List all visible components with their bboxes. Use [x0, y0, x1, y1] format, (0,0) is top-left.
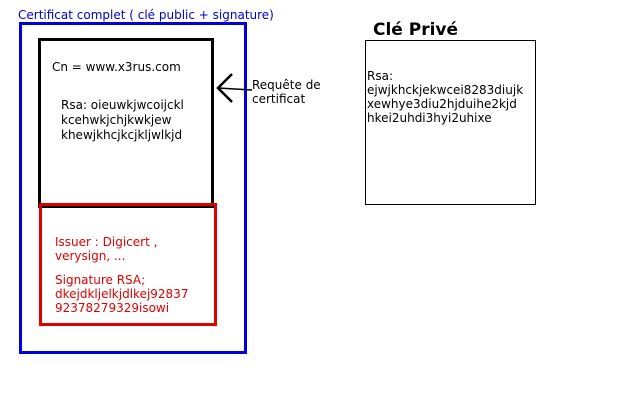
- certificate-frame: [19, 22, 247, 354]
- signature-box: [39, 203, 217, 326]
- common-name: Cn = www.x3rus.com: [52, 60, 181, 74]
- signature-line: dkejdkljelkjdlkej92837: [55, 287, 189, 301]
- arrow-left-icon: [216, 73, 253, 103]
- issuer-line: Issuer : Digicert ,: [55, 235, 158, 249]
- signature-text: Signature RSA; dkejdkljelkjdlkej92837 92…: [55, 273, 188, 315]
- private-key-line: xewhye3diu2hjduihe2kjd: [367, 97, 517, 111]
- issuer-line: verysign, ...: [55, 249, 126, 263]
- request-label-line: Requête de: [252, 78, 321, 92]
- public-key-line: kcehwkjchjkwkjew: [61, 113, 172, 127]
- private-key-text: Rsa: ejwjkhckjekwcei8283diujk xewhye3diu…: [367, 69, 523, 125]
- private-key-box: [365, 40, 536, 205]
- private-key-title: Clé Privé: [373, 20, 459, 40]
- public-key-line: khewjkhcjkcjkljwlkjd: [61, 128, 183, 142]
- signature-line: 92378279329isowi: [55, 301, 170, 315]
- private-key-line: Rsa:: [367, 69, 393, 83]
- signature-line: Signature RSA;: [55, 273, 146, 287]
- public-key-text: Rsa: oieuwkjwcoijckl kcehwkjchjkwkjew kh…: [61, 98, 211, 143]
- certificate-title: Certificat complet ( clé public + signat…: [18, 8, 274, 22]
- request-label-line: certificat: [252, 92, 306, 106]
- public-key-line: Rsa: oieuwkjwcoijckl: [61, 98, 184, 112]
- request-label: Requête de certificat: [252, 78, 321, 106]
- public-key-box: [38, 38, 214, 208]
- private-key-line: hkei2uhdi3hyi2uhixe: [367, 111, 492, 125]
- issuer-text: Issuer : Digicert , verysign, ...: [55, 235, 157, 263]
- private-key-line: ejwjkhckjekwcei8283diujk: [367, 83, 524, 97]
